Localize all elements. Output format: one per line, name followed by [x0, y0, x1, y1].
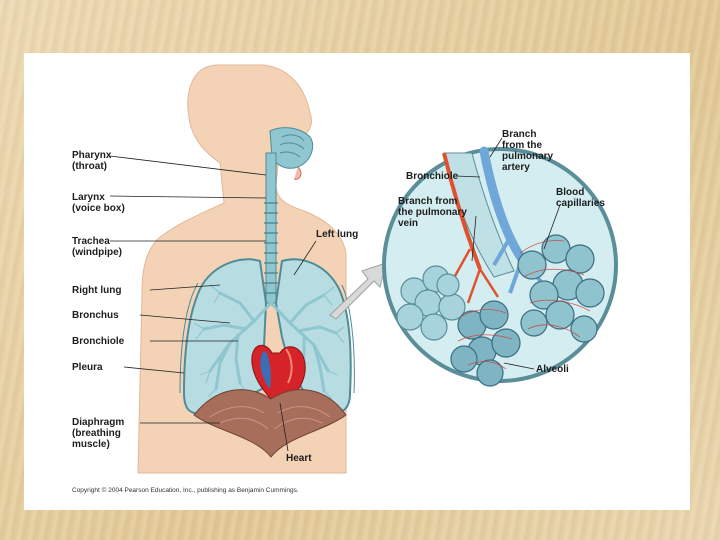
label-pleura: Pleura: [72, 362, 103, 373]
trachea: [264, 152, 278, 304]
leader-lines: [109, 137, 561, 452]
respiratory-system-diagram: [109, 64, 618, 474]
label-pharynx: Pharynx (throat): [72, 150, 112, 172]
label-pulmonary-artery-branch: Branch from the pulmonary artery: [502, 129, 554, 173]
bronchiole-twigs: [193, 284, 345, 400]
label-heart: Heart: [286, 453, 312, 464]
label-left-lung: Left lung: [316, 229, 359, 240]
alveolar-clusters: [396, 234, 605, 387]
diaphragm: [193, 389, 347, 458]
pleura: [179, 282, 355, 394]
label-bronchus: Bronchus: [72, 310, 119, 321]
label-larynx: Larynx (voice box): [72, 192, 125, 214]
copyright-notice: Copyright © 2004 Pearson Education, Inc.…: [72, 487, 299, 494]
label-blood-capillaries: Blood capillaries: [556, 187, 605, 209]
label-bronchiole: Bronchiole: [72, 336, 125, 347]
label-right-lung: Right lung: [72, 285, 122, 296]
label-diaphragm: Diaphragm (breathing muscle): [72, 417, 125, 450]
label-inset-bronchiole: Bronchiole: [406, 171, 459, 182]
slide-panel: Pharynx (throat) Larynx (voice box) Trac…: [24, 53, 690, 510]
label-pulmonary-vein-branch: Branch from the pulmonary vein: [398, 196, 467, 229]
label-alveoli: Alveoli: [536, 364, 569, 375]
label-trachea: Trachea (windpipe): [72, 236, 122, 258]
alveoli-inset: [382, 146, 618, 387]
nasal-cavity: [269, 127, 314, 180]
